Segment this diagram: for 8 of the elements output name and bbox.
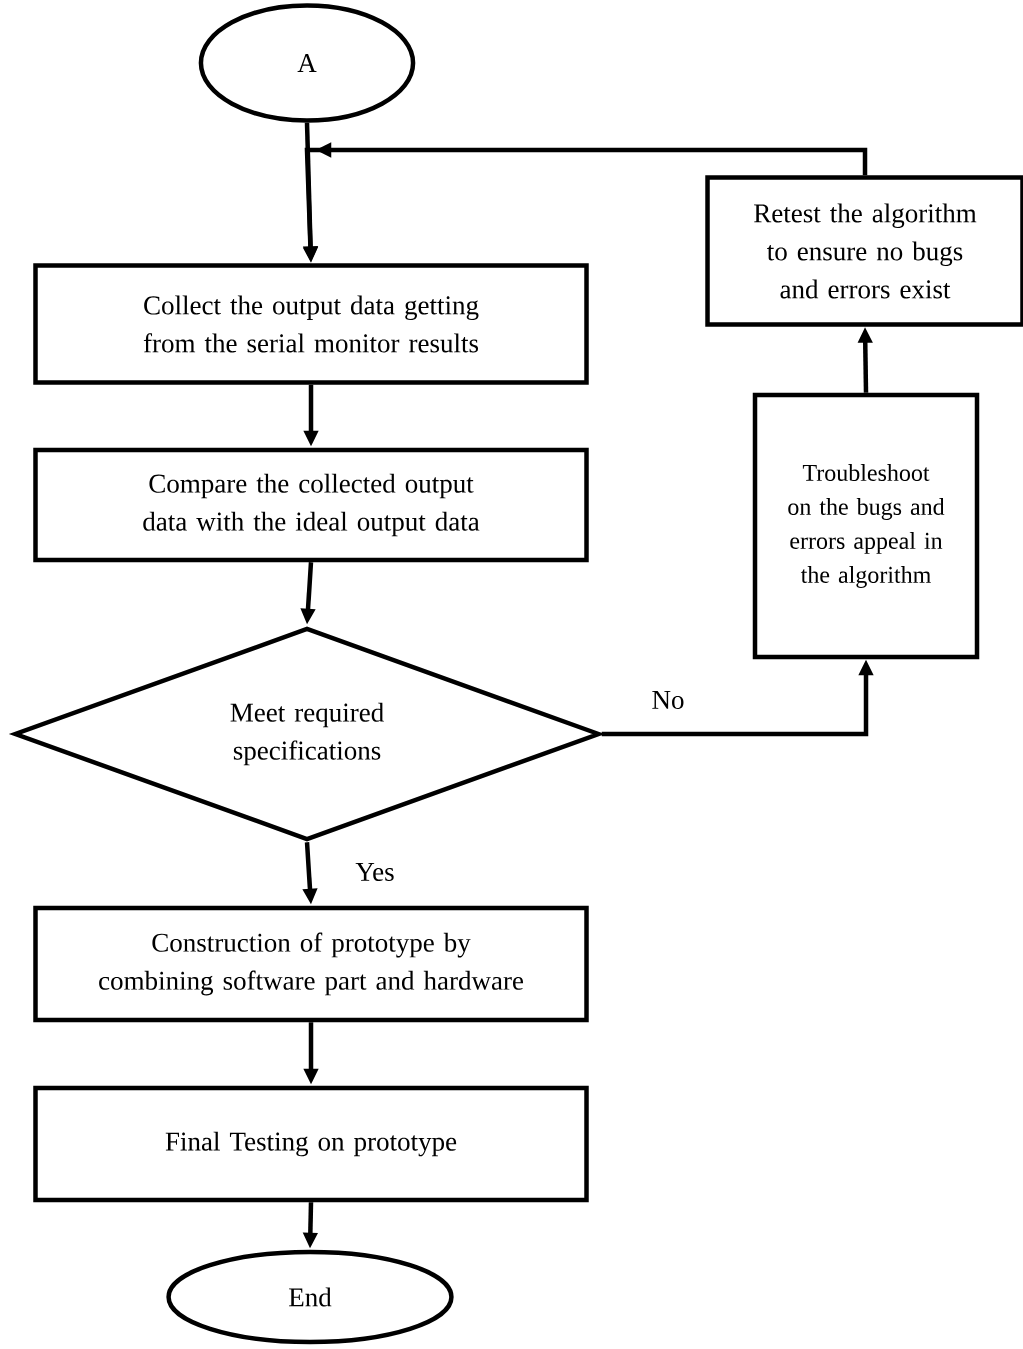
process-box: Construction of prototype by combining software part and hardware bbox=[33, 905, 589, 1023]
edge-label: No bbox=[649, 689, 687, 711]
process-box: Compare the collected output data with the ideal output data bbox=[33, 447, 589, 563]
process-box: Final Testing on prototype bbox=[33, 1085, 589, 1203]
edge-label: Yes bbox=[353, 861, 397, 883]
process-box: Troubleshoot on the bugs and errors appeal in the algorithm bbox=[752, 392, 980, 660]
process-box: Retest the algorithm to ensure no bugs and errors exist bbox=[705, 175, 1023, 327]
process-box: Collect the output data getting from the serial monitor results bbox=[33, 263, 589, 385]
